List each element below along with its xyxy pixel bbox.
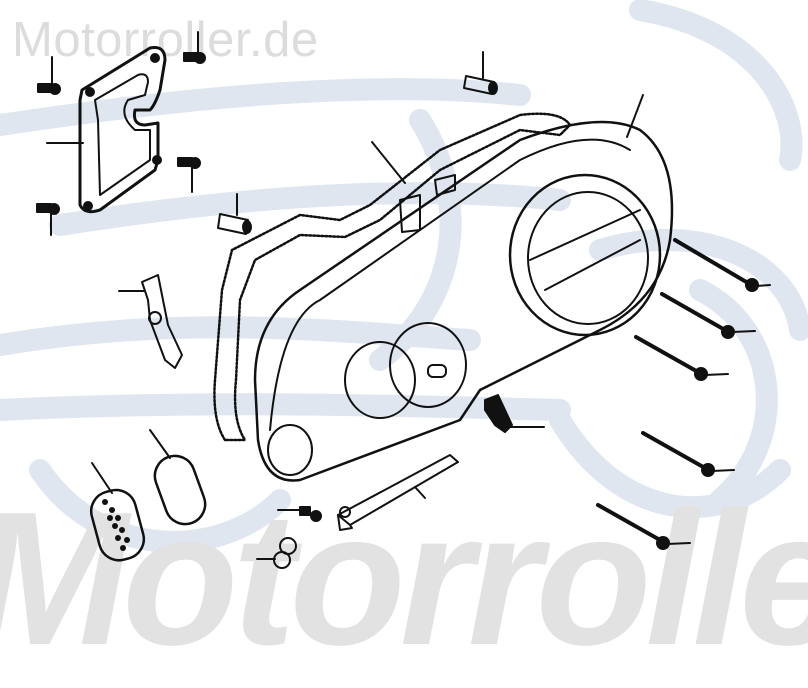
long-bolt-1	[673, 238, 771, 292]
dowel-pin-1	[463, 51, 498, 95]
bolt-small-2	[183, 31, 206, 64]
long-bolt-2	[660, 292, 756, 339]
clip-small	[256, 537, 297, 569]
cover-gasket	[213, 112, 572, 442]
small-cover-gasket	[46, 46, 167, 214]
bolt-small-4	[36, 203, 60, 236]
long-bolt-4	[641, 431, 735, 477]
long-bolt-3	[634, 335, 729, 381]
cable-clip	[484, 394, 545, 433]
screw-small	[277, 506, 322, 522]
bolt-small-3	[177, 157, 201, 193]
air-filter-element	[89, 462, 146, 562]
hose-clamp-bracket	[118, 274, 183, 369]
diagram-lines	[36, 31, 771, 569]
hose-band	[149, 429, 207, 526]
cover-bracket-strip	[337, 454, 459, 531]
bolt-small-1	[37, 56, 61, 95]
transmission-cover	[253, 94, 674, 482]
dowel-pin-2	[217, 193, 252, 235]
long-bolt-5	[596, 503, 691, 550]
